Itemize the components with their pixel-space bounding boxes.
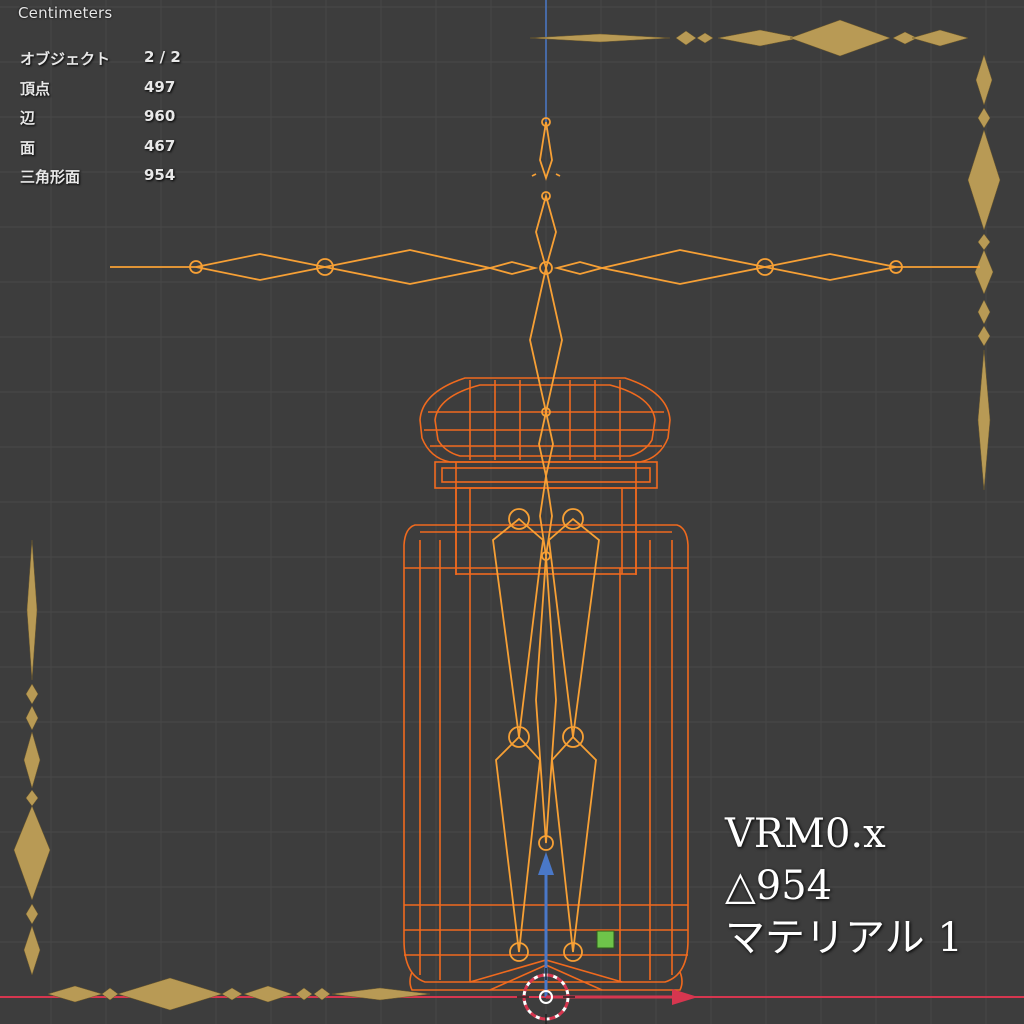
- stat-row-faces: 面 467: [20, 137, 181, 167]
- spring-bone-chain-left: [13, 539, 51, 976]
- scene-statistics: オブジェクト 2 / 2 頂点 497 辺 960 面 467 三角形面 954: [20, 48, 181, 196]
- units-label: Centimeters: [18, 4, 113, 22]
- stat-value: 497: [144, 77, 176, 96]
- stat-label: 三角形面: [20, 168, 81, 186]
- stat-label: 面: [20, 138, 36, 157]
- stat-value: 954: [144, 166, 176, 184]
- 3d-cursor-icon[interactable]: [517, 968, 575, 1024]
- triangle-count-label: △954: [725, 863, 833, 909]
- armature-bones: [110, 117, 980, 962]
- stat-row-objects: オブジェクト 2 / 2: [20, 48, 181, 78]
- stat-row-triangles: 三角形面 954: [20, 166, 181, 196]
- stat-value: 467: [144, 136, 176, 155]
- stat-row-vertices: 頂点 497: [20, 78, 181, 108]
- stat-value: 960: [144, 107, 176, 125]
- spring-bone-chain-bottom: [47, 977, 431, 1011]
- model-info-overlay: VRM0.x △954 マテリアル 1: [725, 808, 963, 964]
- stat-label: 辺: [20, 109, 36, 127]
- stat-label: 頂点: [20, 79, 51, 98]
- transform-gizmo[interactable]: [538, 852, 698, 1005]
- stat-label: オブジェクト: [20, 50, 111, 68]
- stat-value: 2 / 2: [144, 48, 181, 66]
- vrm-version-label: VRM0.x: [725, 811, 886, 857]
- spring-bone-chain-right: [967, 54, 1001, 491]
- material-count-label: マテリアル 1: [725, 915, 963, 961]
- spring-bone-chain-top: [529, 19, 969, 57]
- stat-row-edges: 辺 960: [20, 107, 181, 137]
